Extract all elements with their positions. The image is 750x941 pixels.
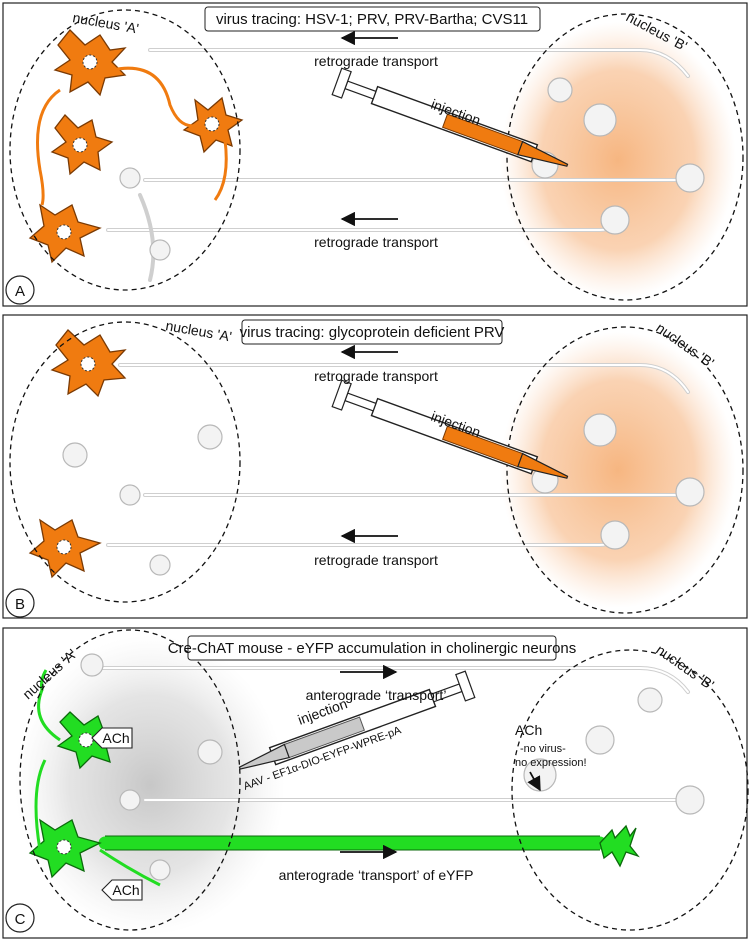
axon-group (98, 666, 690, 802)
panel-title: virus tracing: glycoprotein deficient PR… (240, 324, 505, 341)
ach-note-line-1: -no virus- (520, 743, 566, 755)
infected-neurons (28, 29, 244, 264)
transport-label-bottom: retrograde transport (314, 552, 438, 568)
nucleus-b-outline (511, 649, 749, 931)
panel-c: Cre-ChAT mouse - eYFP accumulation in ch… (2, 627, 749, 939)
panel-letter: B (15, 596, 25, 613)
panel-letter-badge (5, 275, 35, 305)
panel-title: Cre-ChAT mouse - eYFP accumulation in ch… (168, 640, 577, 657)
nucleus-b-outline (506, 13, 744, 301)
panel-letter-badge (5, 903, 35, 933)
nucleus-a-outline (19, 629, 241, 931)
expressing-neurons (28, 669, 640, 887)
panel-letter: C (15, 911, 26, 928)
ach-arrow-lower: ACh (101, 879, 143, 901)
infected-neurons (28, 329, 127, 579)
ach-note-line-2: no expression! (515, 757, 587, 769)
transport-label-top: retrograde transport (314, 53, 438, 69)
panel-title: virus tracing: HSV-1; PRV, PRV-Bartha; C… (216, 11, 528, 28)
panel-a: virus tracing: HSV-1; PRV, PRV-Bartha; C… (2, 2, 748, 307)
title-box (241, 319, 503, 345)
syringe (238, 670, 476, 770)
transport-label-bottom: retrograde transport (314, 234, 438, 250)
syringe (331, 379, 569, 479)
gray-neurons (80, 653, 705, 881)
gray-neurons-a (119, 167, 171, 261)
gray-neurons-b (531, 77, 705, 235)
injection-glow (15, 635, 285, 935)
title-box (204, 6, 541, 32)
ach-label: ACh (112, 882, 139, 898)
ach-note-title: ACh (515, 722, 542, 738)
injection-glow (500, 332, 736, 608)
ach-arrow-upper: ACh (91, 727, 133, 749)
nucleus-a-outline (9, 9, 241, 291)
panel-b: virus tracing: glycoprotein deficient PR… (2, 314, 748, 619)
ach-note-arrow (527, 771, 541, 792)
panel-letter: A (15, 283, 25, 300)
gray-neurons (62, 413, 705, 576)
transport-label-bottom: anterograde ‘transport’ of eYFP (279, 867, 474, 883)
nucleus-a-outline (9, 321, 241, 603)
transport-label-top: retrograde transport (314, 368, 438, 384)
ach-label: ACh (102, 730, 129, 746)
nucleus-b-outline (506, 326, 744, 614)
syringe (331, 67, 569, 167)
axon-group (106, 48, 690, 282)
transport-label-top: anterograde ‘transport’ (306, 687, 447, 703)
panel-letter-badge (5, 588, 35, 618)
title-box (187, 635, 557, 661)
